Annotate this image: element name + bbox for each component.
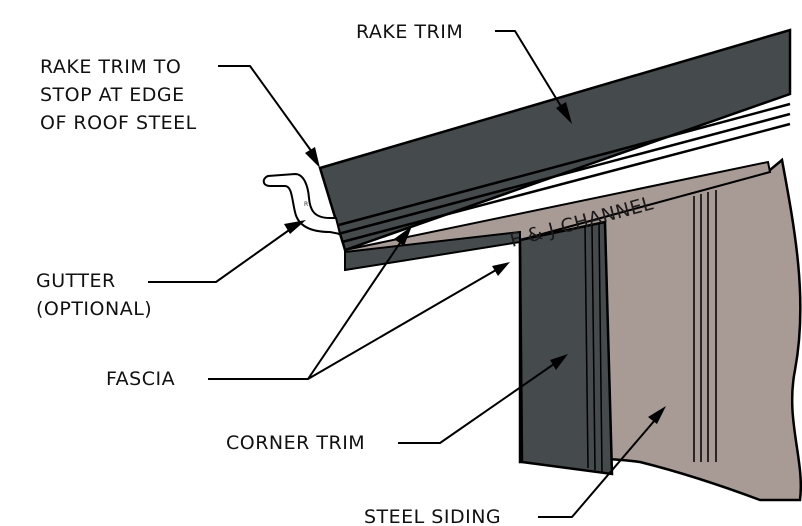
siding-ribs bbox=[693, 190, 717, 462]
rake-trim-arrowhead bbox=[556, 102, 572, 124]
rake-trim-grooves bbox=[334, 102, 791, 244]
rake-stop-arrowhead bbox=[305, 147, 320, 168]
fascia-leader bbox=[208, 239, 497, 380]
rake-stop-leader bbox=[218, 65, 313, 153]
gutter-arrowhead bbox=[284, 220, 306, 234]
steel-siding-label: STEEL SIDING bbox=[364, 506, 501, 526]
gutter-profile bbox=[262, 172, 342, 236]
corner-trim-ribs bbox=[584, 222, 603, 473]
corner-trim-label: CORNER TRIM bbox=[226, 432, 365, 454]
gutter-label-line1: GUTTER bbox=[36, 270, 116, 292]
corner-trim-arrowhead bbox=[550, 354, 568, 370]
fascia-label: FASCIA bbox=[106, 368, 175, 390]
steel-siding-leader bbox=[538, 419, 656, 518]
corner-trim-leader bbox=[398, 363, 555, 444]
rake-stop-label-line2: STOP AT EDGE bbox=[40, 84, 185, 106]
rake-trim-label: RAKE TRIM bbox=[356, 21, 463, 43]
corner-trim-shape bbox=[518, 220, 614, 476]
fascia-arrowhead-1 bbox=[394, 226, 412, 246]
gutter-mark: R bbox=[304, 201, 308, 208]
gutter-leader bbox=[148, 227, 293, 283]
steel-siding-arrowhead bbox=[648, 406, 666, 424]
rake-trim-leader bbox=[495, 30, 563, 109]
fascia-arrowhead-2 bbox=[492, 262, 510, 276]
gutter-label-line2: (OPTIONAL) bbox=[36, 298, 152, 320]
rake-stop-label-line1: RAKE TRIM TO bbox=[40, 56, 181, 78]
rake-stop-label-line3: OF ROOF STEEL bbox=[40, 112, 197, 134]
